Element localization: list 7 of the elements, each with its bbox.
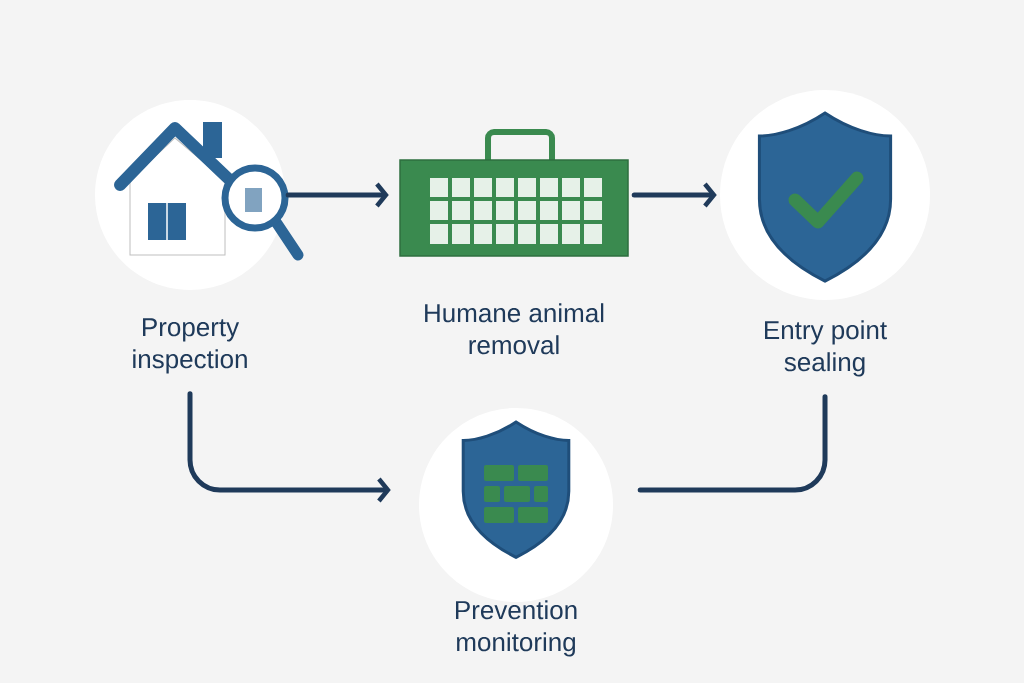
arrow [285, 182, 389, 208]
step-label: Humane animal removal [425, 303, 604, 355]
arrow [631, 182, 717, 208]
arrow [187, 391, 391, 503]
step-label: Entry point sealing [765, 320, 887, 377]
step-label: Prevention monitoring [456, 600, 577, 657]
step-label: Property inspection [133, 318, 247, 374]
